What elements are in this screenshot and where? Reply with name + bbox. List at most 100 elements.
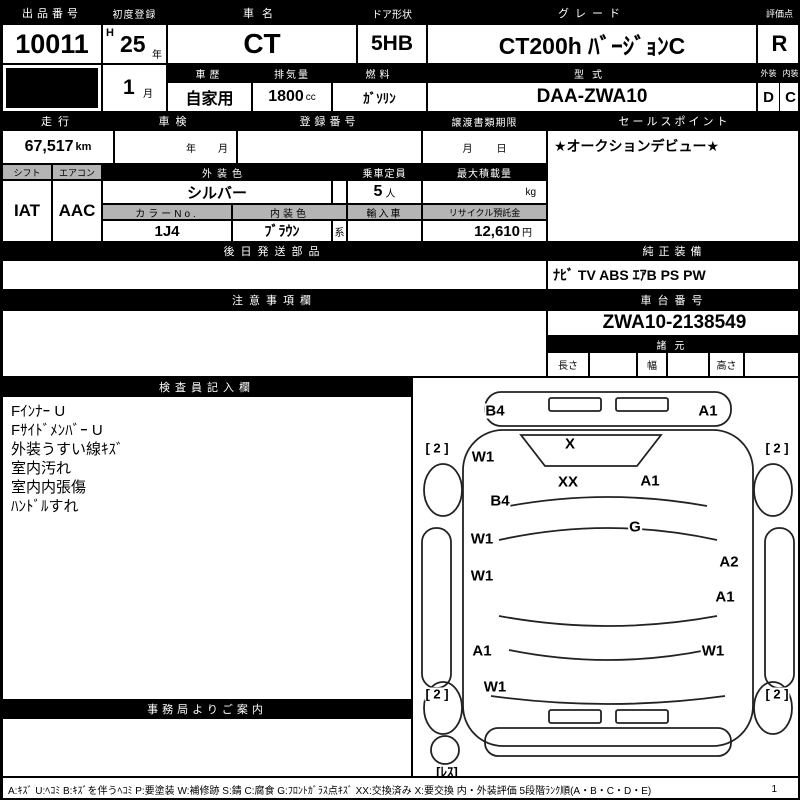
exterior-color-suffix-cell bbox=[332, 180, 347, 204]
inspection-year-suffix: 年 bbox=[186, 143, 196, 155]
import-car-value bbox=[347, 220, 422, 242]
masked-box-cell bbox=[2, 64, 102, 112]
history-value: 自家用 bbox=[167, 82, 252, 112]
caution-label: 注意事項欄 bbox=[2, 290, 547, 310]
damage-marker: A1 bbox=[697, 402, 719, 420]
inspector-note: 外装うすい線ｷｽﾞ bbox=[11, 441, 124, 458]
office-info-label: 事務局よりご案内 bbox=[2, 700, 412, 718]
inspection-month-suffix: 月 bbox=[218, 143, 228, 155]
interior-color-value: ﾌﾞﾗｳﾝ bbox=[232, 220, 332, 242]
legend-text: A:ｷｽﾞ U:ﾍｺﾐ B:ｷｽﾞを伴うﾍｺﾐ P:要塗装 W:補修跡 S:錆 … bbox=[8, 786, 652, 797]
interior-color-label: 内装色 bbox=[232, 204, 347, 220]
later-parts-label: 後日発送部品 bbox=[2, 242, 547, 260]
year-suffix: 年 bbox=[152, 50, 162, 61]
auction-number-label: 出品番号 bbox=[2, 2, 102, 24]
car-windshield-top bbox=[508, 496, 708, 507]
car-front-bumper bbox=[484, 391, 732, 427]
fuel-label: 燃料 bbox=[332, 64, 427, 82]
color-number-label: カラーNo. bbox=[102, 204, 232, 220]
car-wheel-front-right bbox=[753, 463, 793, 517]
car-windshield-bottom bbox=[498, 527, 718, 541]
damage-marker: W1 bbox=[469, 567, 495, 585]
import-car-label: 輸入車 bbox=[347, 204, 422, 220]
spare-tire-marker: [ﾚｽ] bbox=[435, 764, 459, 777]
car-side-sill-right bbox=[764, 527, 795, 689]
damage-marker: W1 bbox=[470, 448, 496, 466]
car-rear-window-bottom bbox=[508, 649, 708, 661]
mileage-label: 走行 bbox=[2, 112, 114, 130]
mileage-value: 67,517 bbox=[24, 138, 74, 155]
exterior-color-value: シルバー bbox=[102, 180, 332, 204]
exterior-grade-value: D bbox=[757, 82, 780, 112]
car-rear-panel-left bbox=[548, 709, 602, 724]
first-registration-year: 25 bbox=[120, 31, 146, 57]
mileage-unit: km bbox=[75, 141, 92, 153]
max-load-label: 最大積載量 bbox=[422, 164, 547, 180]
registration-number-value bbox=[237, 130, 422, 164]
model-code-label: 型式 bbox=[427, 64, 757, 82]
damage-marker: A2 bbox=[718, 553, 740, 571]
door-shape-label: ドア形状 bbox=[357, 2, 427, 24]
chassis-number-label: 車台番号 bbox=[547, 290, 798, 310]
shift-value: IAT bbox=[2, 180, 52, 242]
tire-depth-marker: [ 2 ] bbox=[424, 440, 450, 456]
interior-color-suffix: 系 bbox=[332, 220, 347, 242]
aircon-label: エアコン bbox=[52, 164, 102, 180]
dimensions-label: 諸元 bbox=[547, 336, 798, 352]
genuine-equipment-value: ﾅﾋﾞ TV ABS ｴｱB PS PW bbox=[547, 260, 798, 290]
caution-value bbox=[2, 310, 547, 377]
inspection-value-cell: 年 月 bbox=[114, 130, 237, 164]
length-label: 長さ bbox=[547, 352, 589, 377]
model-code-value: DAA-ZWA10 bbox=[427, 82, 757, 112]
later-parts-value bbox=[2, 260, 547, 290]
fuel-value: ｶﾞｿﾘﾝ bbox=[332, 82, 427, 112]
exterior-grade-label: 外装 bbox=[757, 64, 780, 82]
transfer-deadline-value-cell: 月 日 bbox=[422, 130, 547, 164]
transfer-day-suffix: 日 bbox=[496, 143, 507, 155]
car-body-outline bbox=[462, 429, 754, 747]
damage-marker: B4 bbox=[489, 492, 511, 510]
car-wheel-front-left bbox=[423, 463, 463, 517]
first-registration-month-cell: 1 月 bbox=[102, 64, 167, 112]
auction-number-value: 10011 bbox=[2, 24, 102, 64]
damage-marker: G bbox=[628, 518, 642, 536]
inspector-notes-area: Fｲﾝﾅｰ U Fｻｲﾄﾞﾒﾝﾊﾞｰ U 外装うすい線ｷｽﾞ 室内汚れ 室内内張… bbox=[2, 396, 412, 700]
car-trunk-line bbox=[490, 695, 726, 705]
damage-marker: W1 bbox=[482, 678, 508, 696]
inspector-notes-label: 検査員記入欄 bbox=[2, 377, 412, 396]
car-spare-tire bbox=[430, 735, 460, 765]
tire-depth-marker: [ 2 ] bbox=[764, 440, 790, 456]
door-shape-value: 5HB bbox=[357, 24, 427, 64]
recycle-deposit-amount: 12,610 bbox=[474, 222, 520, 240]
sales-point-label: セールスポイント bbox=[547, 112, 798, 130]
interior-grade-value: C bbox=[779, 82, 798, 112]
inspection-label: 車検 bbox=[114, 112, 237, 130]
era-letter: H bbox=[106, 27, 114, 39]
displacement-value: 1800 bbox=[268, 88, 304, 105]
car-name-label: 車名 bbox=[167, 2, 357, 24]
interior-grade-label: 内装 bbox=[779, 64, 798, 82]
score-label: 評価点 bbox=[757, 2, 798, 24]
inspector-note: ﾊﾝﾄﾞﾙすれ bbox=[11, 498, 79, 515]
shift-label: シフト bbox=[2, 164, 52, 180]
genuine-equipment-label: 純正装備 bbox=[547, 242, 798, 260]
inspector-note: 室内汚れ bbox=[11, 460, 72, 477]
car-name-value: CT bbox=[167, 24, 357, 64]
damage-marker: A1 bbox=[639, 472, 661, 490]
car-side-sill-left bbox=[421, 527, 452, 689]
grade-label: グレード bbox=[427, 2, 757, 24]
damage-marker: A1 bbox=[714, 588, 736, 606]
transfer-deadline-label: 譲渡書類期限 bbox=[422, 112, 547, 130]
damage-marker: A1 bbox=[471, 642, 493, 660]
sales-point-text: ★オークションデビュー★ bbox=[554, 138, 720, 154]
inspector-note: Fｲﾝﾅｰ U bbox=[11, 403, 66, 420]
recycle-deposit-unit: 円 bbox=[522, 227, 532, 239]
score-value: R bbox=[757, 24, 798, 64]
first-registration-label: 初度登録 bbox=[102, 2, 167, 24]
displacement-value-cell: 1800 cc bbox=[252, 82, 332, 112]
exterior-color-label: 外装色 bbox=[102, 164, 347, 180]
capacity-label: 乗車定員 bbox=[347, 164, 422, 180]
damage-marker: W1 bbox=[700, 642, 726, 660]
month-suffix: 月 bbox=[143, 89, 153, 100]
